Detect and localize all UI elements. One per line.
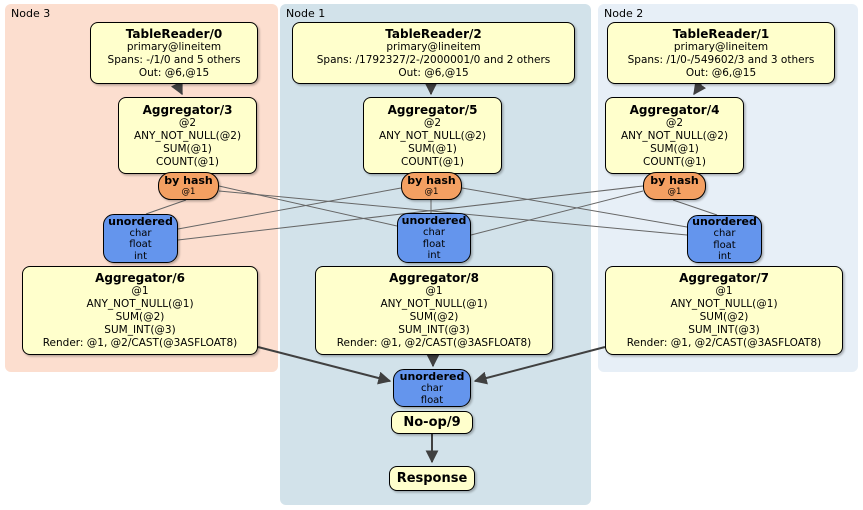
processor-title: TableReader/2 xyxy=(385,26,482,41)
processor-spans: Spans: /1792327/2-/2000001/0 and 2 other… xyxy=(316,53,551,66)
sync-type: char xyxy=(713,228,736,240)
processor-agg-fn: SUM(@1) xyxy=(650,142,699,155)
node1-region-label: Node 1 xyxy=(286,7,326,20)
processor-groupcols: @2 xyxy=(178,116,197,129)
processor-noop-9: No-op/9 xyxy=(391,411,473,434)
processor-aggregator-6: Aggregator/6 @1 ANY_NOT_NULL(@1) SUM(@2)… xyxy=(22,266,258,355)
processor-agg-fn: SUM(@1) xyxy=(408,142,457,155)
response-node: Response xyxy=(389,466,475,491)
processor-agg-fn: SUM_INT(@3) xyxy=(688,324,760,336)
processor-groupcols: @1 xyxy=(715,285,733,297)
edge-tablereader1-aggregator4 xyxy=(693,80,707,96)
processor-title: Aggregator/8 xyxy=(389,271,479,285)
router-by-hash-node2: by hash @1 xyxy=(643,172,706,200)
processor-groupcols: @1 xyxy=(425,285,443,297)
processor-tablereader-1: TableReader/1 primary@lineitem Spans: /1… xyxy=(607,22,835,84)
processor-agg-fn: SUM(@2) xyxy=(409,311,459,323)
processor-out: Out: @6,@15 xyxy=(138,66,210,79)
synchronizer-unordered-node3: unordered char float int xyxy=(103,214,178,263)
synchronizer-unordered-final: unordered char float xyxy=(393,369,471,407)
processor-agg-fn: ANY_NOT_NULL(@2) xyxy=(620,129,729,142)
processor-agg-fn: SUM(@2) xyxy=(115,311,165,323)
response-title: Response xyxy=(396,471,468,486)
edge-router1-sync2 xyxy=(461,187,688,228)
edge-router1-sync3 xyxy=(177,187,402,230)
processor-agg-fn: ANY_NOT_NULL(@1) xyxy=(380,298,488,310)
sync-title: unordered xyxy=(401,214,467,228)
processor-aggregator-4: Aggregator/4 @2 ANY_NOT_NULL(@2) SUM(@1)… xyxy=(605,97,744,174)
processor-agg-fn: ANY_NOT_NULL(@2) xyxy=(378,129,487,142)
node2-region-label: Node 2 xyxy=(604,7,644,20)
processor-agg-fn: COUNT(@1) xyxy=(643,155,706,168)
processor-index: primary@lineitem xyxy=(673,40,769,53)
processor-aggregator-5: Aggregator/5 @2 ANY_NOT_NULL(@2) SUM(@1)… xyxy=(363,97,502,174)
processor-render: Render: @1, @2/CAST(@3ASFLOAT8) xyxy=(336,337,532,349)
sync-type: float xyxy=(422,238,446,250)
router-by-hash-node3: by hash @1 xyxy=(158,172,219,200)
router-by-hash-node1: by hash @1 xyxy=(401,172,462,200)
sync-type: char xyxy=(422,227,446,239)
sync-type: float xyxy=(129,239,152,251)
processor-spans: Spans: /1/0-/549602/3 and 3 others xyxy=(627,53,815,66)
sync-type: char xyxy=(129,227,152,239)
sync-title: unordered xyxy=(399,370,465,383)
processor-agg-fn: SUM(@1) xyxy=(163,142,212,155)
processor-aggregator-8: Aggregator/8 @1 ANY_NOT_NULL(@1) SUM(@2)… xyxy=(315,266,553,355)
sync-type: float xyxy=(420,394,444,406)
sync-type: float xyxy=(713,239,736,251)
sync-type: int xyxy=(133,250,148,262)
processor-agg-fn: SUM(@2) xyxy=(699,311,749,323)
edge-router3-sync3 xyxy=(145,199,187,215)
edge-router2-sync1 xyxy=(470,190,644,236)
processor-groupcols: @2 xyxy=(665,116,684,129)
processor-aggregator-7: Aggregator/7 @1 ANY_NOT_NULL(@1) SUM(@2)… xyxy=(605,266,843,355)
processor-aggregator-3: Aggregator/3 @2 ANY_NOT_NULL(@2) SUM(@1)… xyxy=(118,97,257,174)
processor-index: primary@lineitem xyxy=(386,40,481,53)
processor-title: No-op/9 xyxy=(403,415,461,430)
sync-title: unordered xyxy=(692,215,757,229)
processor-render: Render: @1, @2/CAST(@3ASFLOAT8) xyxy=(626,337,822,349)
synchronizer-unordered-node1: unordered char float int xyxy=(397,213,471,263)
edge-aggregator6-finalsync xyxy=(257,346,392,385)
processor-title: Aggregator/5 xyxy=(387,102,478,117)
router-columns: @1 xyxy=(667,187,682,197)
router-title: by hash xyxy=(407,174,456,187)
router-title: by hash xyxy=(650,174,699,187)
sync-type: int xyxy=(427,250,441,262)
edge-router3-sync1 xyxy=(218,185,398,227)
processor-tablereader-0: TableReader/0 primary@lineitem Spans: -/… xyxy=(90,22,258,84)
processor-render: Render: @1, @2/CAST(@3ASFLOAT8) xyxy=(42,337,238,349)
processor-title: Aggregator/7 xyxy=(679,271,769,285)
sync-type: int xyxy=(717,251,732,263)
router-title: by hash xyxy=(164,174,213,187)
processor-agg-fn: COUNT(@1) xyxy=(401,155,464,168)
processor-title: Aggregator/6 xyxy=(95,271,185,285)
sync-type: char xyxy=(420,383,444,394)
processor-out: Out: @6,@15 xyxy=(685,66,757,79)
processor-tablereader-2: TableReader/2 primary@lineitem Spans: /1… xyxy=(292,22,575,84)
processor-agg-fn: ANY_NOT_NULL(@1) xyxy=(86,298,194,310)
edge-router2-sync2 xyxy=(672,199,718,216)
processor-agg-fn: COUNT(@1) xyxy=(156,155,219,168)
processor-spans: Spans: -/1/0 and 5 others xyxy=(107,53,241,66)
processor-index: primary@lineitem xyxy=(126,40,222,53)
processor-agg-fn: ANY_NOT_NULL(@1) xyxy=(670,298,778,310)
sync-title: unordered xyxy=(108,214,173,228)
processor-agg-fn: SUM_INT(@3) xyxy=(398,324,470,336)
processor-groupcols: @2 xyxy=(423,116,442,129)
processor-title: Aggregator/3 xyxy=(142,102,233,117)
node3-region-label: Node 3 xyxy=(11,7,51,20)
router-columns: @1 xyxy=(181,187,196,197)
edge-aggregator7-finalsync xyxy=(473,346,606,385)
processor-agg-fn: ANY_NOT_NULL(@2) xyxy=(133,129,242,142)
processor-groupcols: @1 xyxy=(131,285,149,297)
processor-out: Out: @6,@15 xyxy=(398,66,469,79)
edge-tablereader0-aggregator3 xyxy=(170,80,183,96)
synchronizer-unordered-node2: unordered char float int xyxy=(687,215,762,263)
processor-title: TableReader/1 xyxy=(672,26,770,41)
processor-title: Aggregator/4 xyxy=(629,102,720,117)
processor-agg-fn: SUM_INT(@3) xyxy=(104,324,176,336)
processor-title: TableReader/0 xyxy=(125,26,223,41)
router-columns: @1 xyxy=(424,187,439,197)
